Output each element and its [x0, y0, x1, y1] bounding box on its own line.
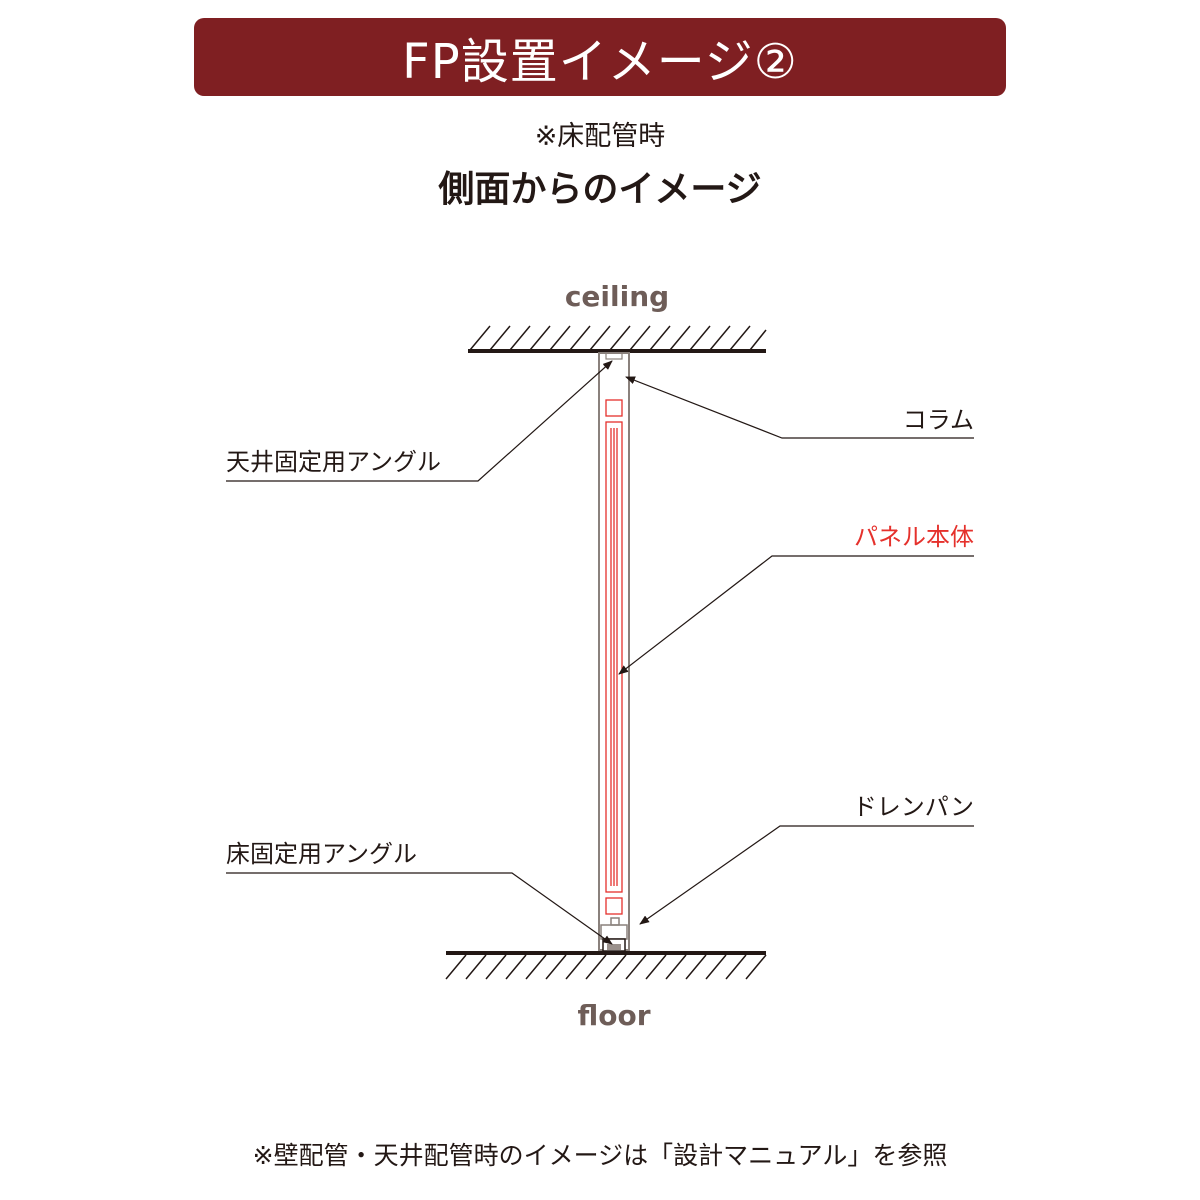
column-label: コラム	[903, 406, 974, 434]
floor-surface	[445, 951, 767, 980]
footer-note: ※壁配管・天井配管時のイメージは「設計マニュアル」を参照	[252, 1141, 948, 1170]
drain-pan-label: ドレンパン	[853, 793, 974, 821]
ceiling-surface	[468, 325, 767, 353]
subtitle-note: ※床配管時	[534, 121, 666, 152]
callout-ceiling-angle: 天井固定用アングル	[226, 360, 613, 482]
section-heading: 側面からのイメージ	[438, 169, 762, 210]
floor-label: floor	[577, 999, 650, 1032]
callout-panel-body: パネル本体	[618, 523, 974, 675]
callout-column: コラム	[625, 376, 974, 439]
callout-floor-angle: 床固定用アングル	[226, 840, 613, 945]
callout-drain-pan: ドレンパン	[639, 793, 974, 925]
panel-body-label: パネル本体	[854, 523, 974, 551]
page-title: FP設置イメージ②	[402, 34, 798, 90]
floor-angle	[602, 938, 626, 952]
ceiling-angle-label: 天井固定用アングル	[226, 448, 441, 476]
ceiling-label: ceiling	[565, 280, 669, 313]
title-banner: FP設置イメージ②	[194, 18, 1006, 96]
panel-body	[605, 399, 623, 915]
floor-angle-label: 床固定用アングル	[226, 840, 417, 868]
